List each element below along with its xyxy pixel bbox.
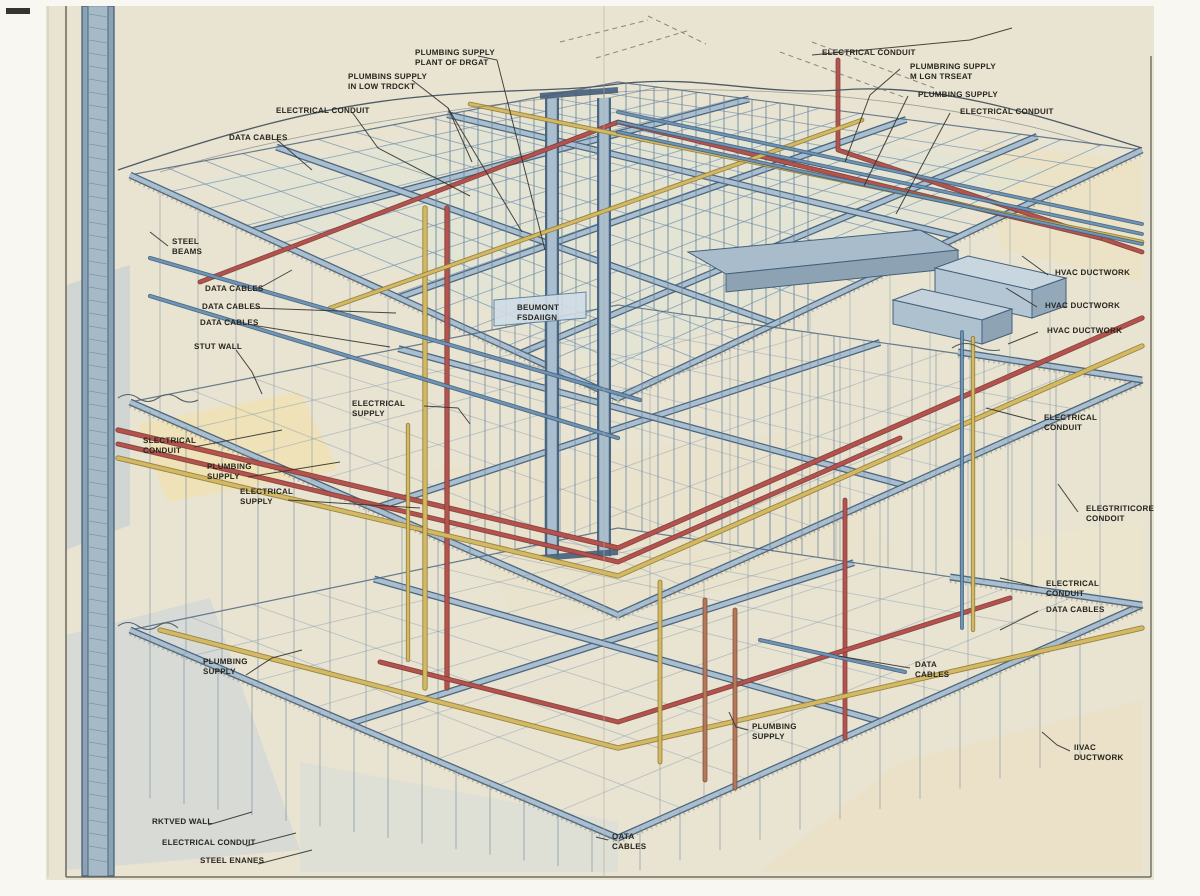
callout-leader-line — [1021, 255, 1049, 276]
callout-leader-line — [411, 79, 473, 163]
callout-leader-line — [895, 112, 951, 215]
callout-leader-line — [423, 405, 471, 425]
callout-leader-line — [251, 324, 391, 348]
callout-leader-line — [728, 711, 749, 731]
callout-leader-line — [247, 461, 341, 478]
callout-leader-line — [477, 55, 546, 251]
callout-leader-line — [351, 111, 471, 197]
callout-leader-line — [245, 649, 303, 676]
callout-leader-line — [257, 849, 313, 865]
callout-leader-line — [193, 429, 283, 448]
callout-leader-line — [844, 68, 901, 163]
callout-leader-line — [1005, 287, 1038, 308]
callout-leader-line — [207, 811, 253, 826]
callout-leader-line — [235, 349, 263, 395]
callout-leader-line — [255, 269, 293, 291]
callout-leader-line — [149, 231, 169, 247]
callout-leader-line — [999, 610, 1039, 631]
callout-leader-line — [1007, 331, 1039, 345]
callout-leader-line — [245, 832, 297, 847]
callout-leader-line — [287, 499, 421, 509]
callout-leader-line — [837, 655, 911, 669]
callout-leader-line — [595, 836, 609, 841]
callout-leader-line — [1041, 731, 1071, 752]
callout-leader-line — [985, 407, 1037, 422]
callout-leader-line — [447, 107, 523, 233]
callout-leader-line — [811, 27, 1013, 56]
callout-leader-line — [275, 138, 313, 171]
callout-leader-line — [253, 307, 397, 314]
callout-leader-line — [1057, 483, 1079, 513]
callout-leader-line — [863, 95, 909, 187]
callout-leader-line — [999, 577, 1039, 588]
